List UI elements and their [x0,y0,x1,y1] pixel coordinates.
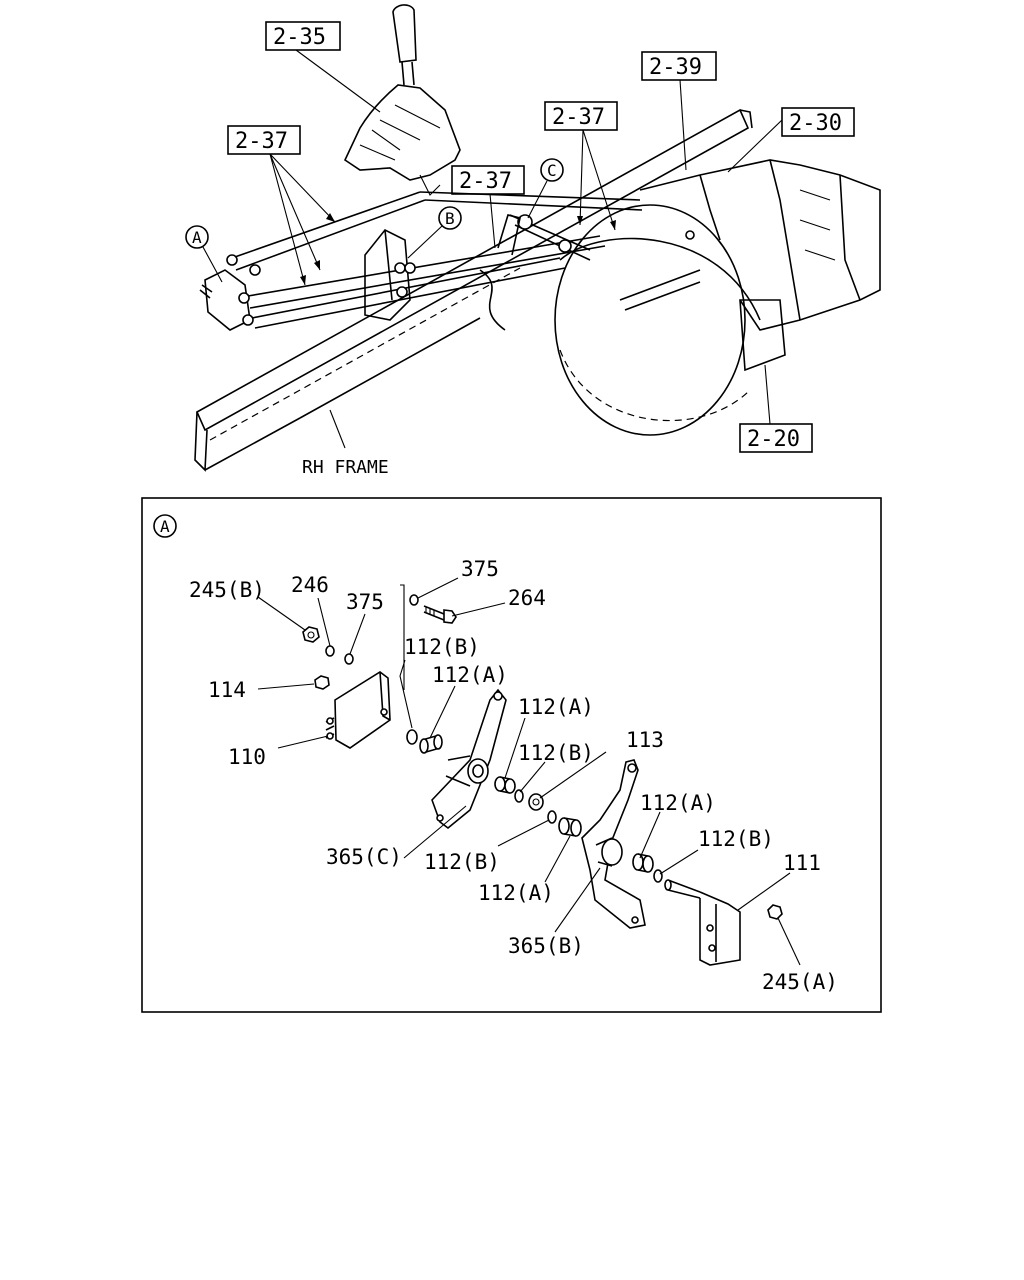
washer-375-top [409,594,419,606]
svg-text:2-37: 2-37 [552,105,605,130]
label-245a: 245(A) [762,970,838,994]
label-112b-mid: 112(B) [518,741,594,765]
callout-2-37-left: 2-37 [227,125,336,286]
label-112a-upper: 112(A) [432,663,508,687]
svg-text:A: A [160,517,170,536]
svg-text:2-30: 2-30 [789,111,842,136]
label-264: 264 [508,586,546,610]
ring-112b-upper [406,729,418,745]
callout-2-20: 2-20 [739,364,813,453]
shift-lever [343,4,461,196]
ring-112b-mid [514,789,524,803]
callout-2-37-middle: 2-37 [451,165,525,249]
frame-break-mark [479,269,506,331]
bushing-112a-lower [558,817,582,837]
rh-frame-label: RH FRAME [302,457,389,478]
callout-2-37-right: 2-37 [544,101,618,231]
svg-text:A: A [192,228,202,247]
label-112b-upper: 112(B) [404,635,480,659]
marker-b: B [407,206,462,259]
transmission-body [639,159,881,331]
label-113: 113 [626,728,664,752]
callout-2-39: 2-39 [641,51,717,171]
clutch-housing [554,204,786,436]
shaft-bracket-111 [664,879,741,966]
label-110: 110 [228,745,266,769]
svg-text:2-37: 2-37 [235,129,288,154]
rh-frame-rail [194,108,753,472]
label-111: 111 [783,851,821,875]
top-assembly-view: RH FRAME 2-35 2-37 2-37 2-37 [185,4,881,478]
detail-a-view: A [141,497,882,1013]
label-365b: 365(B) [508,934,584,958]
label-114: 114 [208,678,246,702]
ring-112b-lower [547,810,557,824]
label-375-left: 375 [346,590,384,614]
label-246: 246 [291,573,329,597]
bushing-112a-right [632,853,654,873]
bushing-112a-mid [494,776,516,794]
washer-113 [528,793,544,811]
lever-365b [581,759,646,929]
ring-112b-right [653,869,663,883]
washer-375-left [344,653,354,665]
label-112a-mid: 112(A) [518,695,594,719]
label-365c: 365(C) [326,845,402,869]
callout-2-30: 2-30 [727,107,855,173]
nut-245b [302,626,320,643]
marker-c: C [527,158,564,219]
marker-a: A [185,225,223,283]
svg-text:2-35: 2-35 [273,25,326,50]
label-245b: 245(B) [189,578,265,602]
svg-text:2-39: 2-39 [649,55,702,80]
shift-linkage [497,214,591,261]
svg-text:2-20: 2-20 [747,427,800,452]
bracket-110 [325,671,391,749]
detail-frame [141,497,882,1013]
svg-text:B: B [445,209,455,228]
bolt-264 [423,605,457,624]
detail-marker-a: A [153,514,177,538]
callout-2-35: 2-35 [265,21,381,113]
bracket-a [199,254,261,331]
svg-text:2-37: 2-37 [459,169,512,194]
bushing-112a-upper [419,734,443,754]
frame-label-leader [329,409,346,449]
nut-245a [767,904,783,920]
nut-114 [314,675,330,690]
label-112a-lower: 112(A) [478,881,554,905]
detail-leaders [257,577,801,966]
label-112b-lower: 112(B) [424,850,500,874]
label-375-top: 375 [461,557,499,581]
svg-text:C: C [547,161,557,180]
washer-246 [325,645,335,657]
bracket-b [364,228,416,321]
label-112a-right: 112(A) [640,791,716,815]
label-112b-right: 112(B) [698,827,774,851]
